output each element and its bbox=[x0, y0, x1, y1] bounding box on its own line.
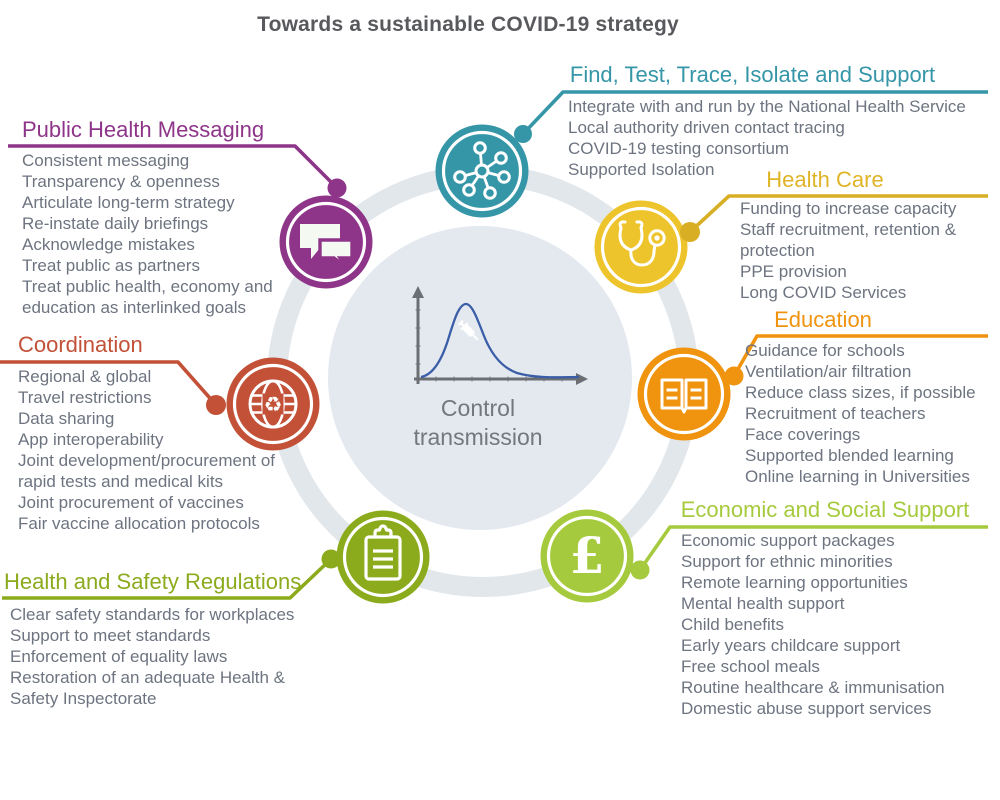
list-item: Ventilation/air filtration bbox=[745, 362, 912, 381]
globe-recycle-icon: ♻ bbox=[226, 357, 320, 451]
list-item: Routine healthcare & immunisation bbox=[681, 678, 945, 697]
pound-glyph: £ bbox=[570, 526, 605, 585]
list-item: Integrate with and run by the National H… bbox=[568, 97, 966, 116]
center-label: Control transmission bbox=[368, 394, 588, 452]
list-item: Data sharing bbox=[18, 409, 115, 428]
list-item: Child benefits bbox=[681, 615, 785, 634]
list-item: Domestic abuse support services bbox=[681, 699, 932, 718]
list-item: PPE provision bbox=[740, 262, 847, 281]
list-item: Clear safety standards for workplaces bbox=[10, 605, 295, 624]
section-title-public-health-messaging: Public Health Messaging bbox=[22, 117, 265, 142]
chart-axes bbox=[414, 296, 578, 384]
section-items-find-test-trace-isolate-support: Integrate with and run by the National H… bbox=[568, 96, 1000, 180]
stethoscope-icon bbox=[594, 200, 688, 294]
list-item: Joint development/procurement of rapid t… bbox=[18, 451, 276, 491]
list-item: Remote learning opportunities bbox=[681, 573, 908, 592]
section-title-health-care: Health Care bbox=[766, 167, 884, 192]
list-item: Regional & global bbox=[18, 367, 152, 386]
list-item: Guidance for schools bbox=[745, 341, 905, 360]
connector-lines bbox=[0, 90, 988, 600]
list-item: Recruitment of teachers bbox=[745, 404, 926, 423]
list-item: Joint procurement of vaccines bbox=[18, 493, 244, 512]
list-item: Fair vaccine allocation protocols bbox=[18, 514, 260, 533]
list-item: Free school meals bbox=[681, 657, 820, 676]
list-item: Acknowledge mistakes bbox=[22, 235, 195, 254]
list-item: Local authority driven contact tracing bbox=[568, 118, 845, 137]
fttis-connector bbox=[521, 90, 988, 136]
list-item: App interoperability bbox=[18, 430, 164, 449]
list-item: Articulate long-term strategy bbox=[22, 193, 235, 212]
list-item: Economic support packages bbox=[681, 531, 895, 550]
list-item: Consistent messaging bbox=[22, 151, 190, 170]
list-item: Treat public health, economy and educati… bbox=[22, 277, 273, 317]
list-item: Mental health support bbox=[681, 594, 845, 613]
list-item: Online learning in Universities bbox=[745, 467, 970, 486]
center-label-line2: transmission bbox=[413, 424, 543, 450]
list-item: COVID-19 testing consortium bbox=[568, 139, 790, 158]
speech-bubbles-icon bbox=[279, 195, 373, 289]
list-item: Support to meet standards bbox=[10, 626, 211, 645]
section-title-find-test-trace-isolate-support: Find, Test, Trace, Isolate and Support bbox=[569, 62, 936, 87]
phm-connector bbox=[8, 144, 339, 190]
list-item: Face coverings bbox=[745, 425, 861, 444]
y-axis-arrow bbox=[412, 286, 424, 298]
coord-connector bbox=[0, 360, 218, 407]
list-item: Transparency & openness bbox=[22, 172, 220, 191]
list-item: Long COVID Services bbox=[740, 283, 907, 302]
list-item: Staff recruitment, retention & protectio… bbox=[740, 220, 957, 260]
edu-connector bbox=[732, 334, 988, 377]
list-item: Restoration of an adequate Health & Safe… bbox=[10, 668, 286, 708]
list-item: Enforcement of equality laws bbox=[10, 647, 228, 666]
list-item: Supported Isolation bbox=[568, 160, 715, 179]
econ-connector bbox=[638, 525, 988, 572]
list-item: Re-instate daily briefings bbox=[22, 214, 209, 233]
open-book-icon bbox=[637, 347, 731, 441]
network-nodes-icon bbox=[435, 124, 529, 218]
connector-dots bbox=[206, 125, 744, 580]
page-title: Towards a sustainable COVID-19 strategy bbox=[257, 13, 679, 36]
epidemic-curve bbox=[420, 302, 580, 379]
section-title-coordination: Coordination bbox=[18, 332, 143, 357]
clipboard-icon bbox=[336, 510, 430, 604]
section-title-health-and-safety-regulations: Health and Safety Regulations bbox=[4, 569, 302, 594]
section-title-education: Education bbox=[774, 307, 872, 332]
recycle-glyph: ♻ bbox=[264, 393, 283, 417]
hc-connector bbox=[688, 194, 988, 234]
pound-sterling-icon: £ bbox=[540, 509, 634, 603]
center-label-line1: Control bbox=[440, 395, 516, 421]
section-title-economic-and-social-support: Economic and Social Support bbox=[680, 497, 970, 522]
hsr-connector bbox=[2, 557, 333, 600]
list-item: Reduce class sizes, if possible bbox=[745, 383, 976, 402]
epidemic-curve-chart bbox=[412, 286, 588, 385]
list-item: Travel restrictions bbox=[18, 388, 152, 407]
vaccine-syringe-icon bbox=[457, 319, 479, 341]
list-item: Funding to increase capacity bbox=[740, 199, 957, 218]
list-item: Early years childcare support bbox=[681, 636, 901, 655]
list-item: Supported blended learning bbox=[745, 446, 954, 465]
list-item: Treat public as partners bbox=[22, 256, 200, 275]
list-item: Support for ethnic minorities bbox=[681, 552, 893, 571]
